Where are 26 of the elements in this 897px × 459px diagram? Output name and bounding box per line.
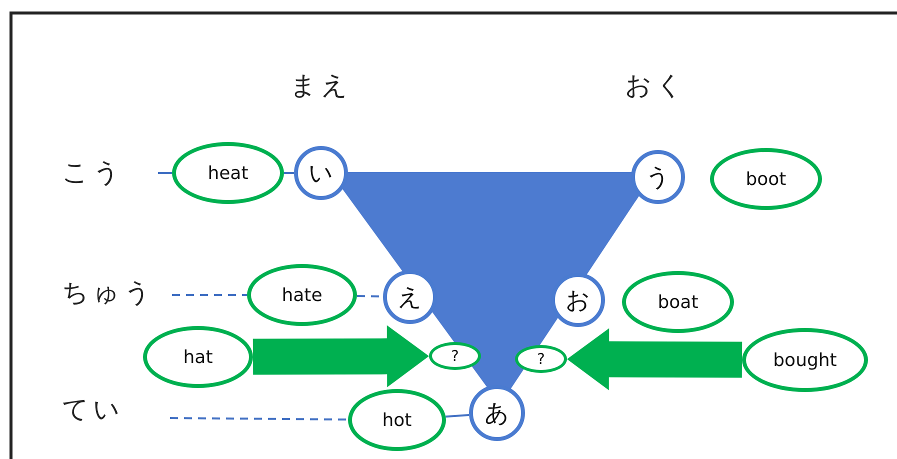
connector-line	[158, 172, 172, 174]
row-label: ちゅう	[62, 277, 155, 310]
word-ellipse: ?	[429, 342, 481, 370]
connector-line	[446, 414, 470, 418]
vowel-circle: あ	[469, 385, 525, 441]
word-ellipse: bought	[742, 328, 868, 392]
vowel-circle: え	[383, 270, 437, 324]
vowel-circle: お	[551, 273, 605, 327]
word-ellipse: boot	[710, 148, 822, 210]
column-label: まえ	[290, 70, 352, 103]
connector-line	[170, 417, 348, 421]
word-ellipse: hat	[143, 326, 253, 388]
connector-line	[284, 172, 294, 174]
row-label: てい	[62, 394, 124, 427]
word-ellipse: heat	[172, 142, 284, 204]
vowel-circle: う	[631, 150, 685, 204]
vowel-circle: い	[294, 146, 348, 200]
arrow	[567, 328, 742, 390]
word-ellipse: hot	[348, 389, 446, 451]
word-ellipse: ?	[515, 345, 567, 373]
column-label: おく	[625, 70, 687, 103]
connector-line	[172, 294, 247, 296]
word-ellipse: hate	[247, 264, 357, 326]
arrow	[252, 325, 429, 388]
word-ellipse: boat	[622, 271, 734, 333]
row-label: こう	[62, 157, 124, 190]
